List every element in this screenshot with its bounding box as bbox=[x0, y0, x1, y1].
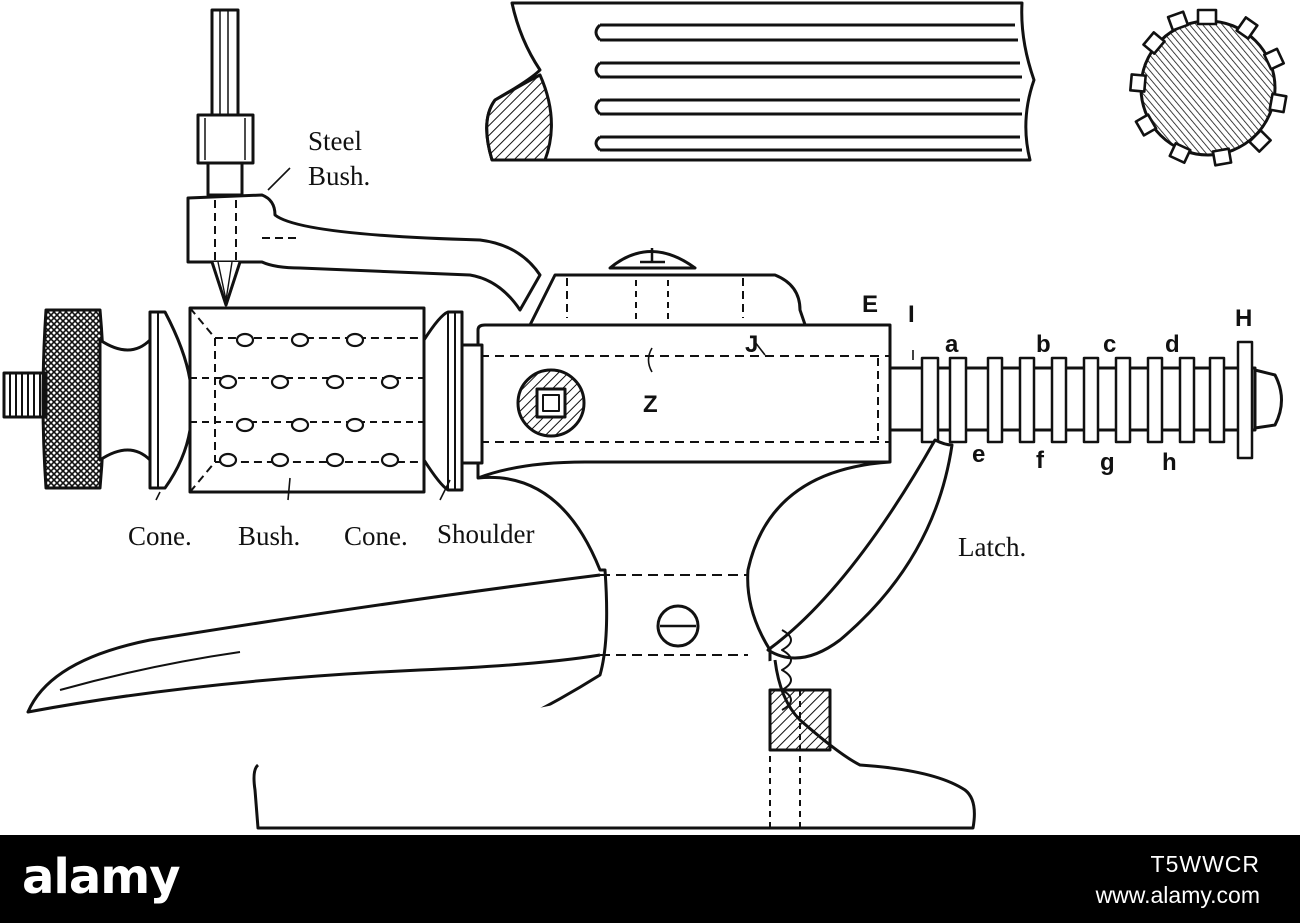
letter-I: I bbox=[908, 301, 915, 328]
left-arbor bbox=[2, 306, 464, 494]
label-shoulder: Shoulder bbox=[437, 519, 535, 549]
brand-logo: alamy bbox=[22, 849, 181, 905]
leader-lines bbox=[155, 167, 914, 501]
letter-f: f bbox=[1036, 447, 1045, 474]
fluted-cylinder-detail bbox=[485, 1, 1036, 162]
letter-E: E bbox=[862, 291, 878, 318]
label-cone-right: Cone. bbox=[344, 521, 408, 551]
letter-g: g bbox=[1100, 449, 1115, 476]
latch bbox=[766, 438, 954, 660]
letter-a: a bbox=[945, 331, 959, 358]
image-id-text: T5WWCR bbox=[1150, 851, 1260, 877]
label-bush-top: Bush. bbox=[308, 161, 370, 191]
letter-h: h bbox=[1162, 449, 1177, 476]
letter-J: J bbox=[745, 331, 758, 358]
tool-illustration: Steel Bush. Cone. Bush. Cone. Shoulder L… bbox=[2, 1, 1288, 830]
threaded-spindle bbox=[888, 340, 1283, 460]
letter-c: c bbox=[1103, 331, 1116, 358]
label-bush: Bush. bbox=[238, 521, 300, 551]
label-steel: Steel bbox=[308, 126, 362, 156]
footer-meta: T5WWCR www.alamy.com bbox=[1096, 851, 1260, 909]
watermark-footer-bar: alamy T5WWCR www.alamy.com bbox=[0, 835, 1300, 923]
letter-d: d bbox=[1165, 331, 1180, 358]
site-url-text: www.alamy.com bbox=[1095, 882, 1260, 908]
letter-e: e bbox=[972, 441, 985, 468]
gear-cross-section bbox=[1129, 8, 1288, 167]
letter-b: b bbox=[1036, 331, 1051, 358]
diagram-labels: Steel Bush. Cone. Bush. Cone. Shoulder L… bbox=[128, 126, 1252, 562]
stand-base bbox=[26, 460, 976, 830]
label-cone-left: Cone. bbox=[128, 521, 192, 551]
body-block bbox=[458, 323, 892, 480]
letter-H: H bbox=[1235, 305, 1252, 332]
steel-bush-holder bbox=[186, 8, 542, 312]
label-latch: Latch. bbox=[958, 532, 1026, 562]
letter-Z: Z bbox=[643, 391, 658, 418]
